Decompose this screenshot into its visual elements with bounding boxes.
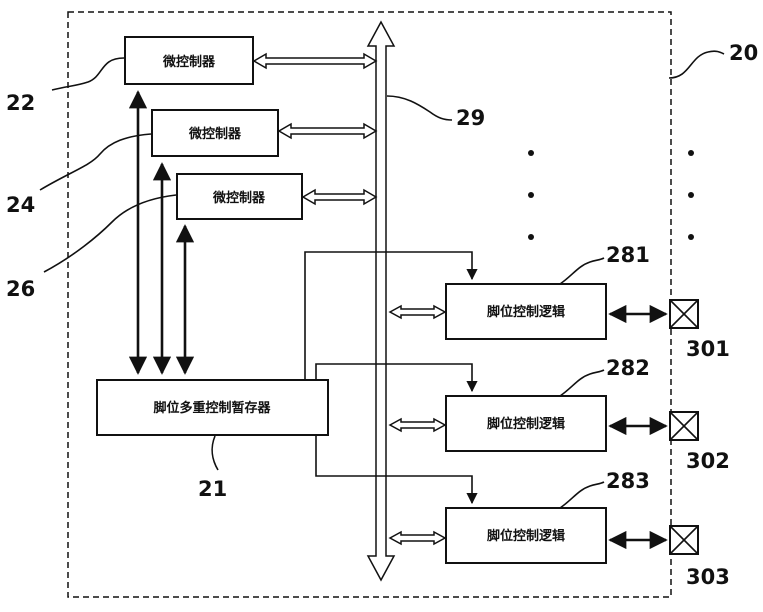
pin-logic-label-2: 脚位控制逻辑: [487, 416, 565, 432]
ref-chip: 20: [729, 41, 758, 65]
pin-logic-label-3: 脚位控制逻辑: [487, 528, 565, 544]
register-label: 脚位多重控制暂存器: [153, 400, 271, 416]
ellipsis-dot-2: [528, 192, 534, 198]
ref-pin-logic-2: 282: [606, 356, 650, 380]
leader-chip: [668, 50, 725, 79]
ref-pin-logic-1: 281: [606, 243, 650, 267]
mcu-label-1: 微控制器: [162, 54, 216, 70]
mcu-box-2: [151, 109, 279, 157]
pin-pad-3: [669, 525, 699, 555]
ref-bus: 29: [456, 106, 485, 130]
ellipsis-dot-1: [528, 150, 534, 156]
ref-pin-2: 302: [686, 449, 730, 473]
leader-bus: [386, 95, 453, 121]
leader-mcu3: [43, 194, 177, 273]
mcu2-bus-arrow: [277, 122, 378, 140]
ref-mcu3: 26: [6, 277, 35, 301]
mcu3-bus-arrow: [301, 188, 378, 206]
mcu-box-3: [176, 173, 303, 220]
pin-logic-box-3: [445, 507, 607, 564]
pin-pad-2: [669, 411, 699, 441]
register-box: [96, 379, 329, 436]
mcu-box-1: [124, 36, 254, 85]
register-control-line-3: [315, 435, 478, 505]
leader-pin-logic-2: [559, 369, 605, 397]
mcu-label-3: 微控制器: [212, 190, 266, 206]
pin-logic-label-1: 脚位控制逻辑: [487, 304, 565, 320]
pin-logic-box-2: [445, 395, 607, 452]
bus-pin-logic-arrow-3: [388, 530, 447, 546]
leader-pin-logic-3: [559, 481, 605, 509]
ellipsis-dot-6: [688, 234, 694, 240]
bus-pin-logic-arrow-1: [388, 304, 447, 320]
mcu-label-2: 微控制器: [188, 126, 242, 142]
ref-register: 21: [198, 477, 227, 501]
leader-register: [211, 435, 219, 471]
ellipsis-dot-5: [688, 192, 694, 198]
ref-pin-logic-3: 283: [606, 469, 650, 493]
ellipsis-dot-3: [528, 234, 534, 240]
ref-mcu2: 24: [6, 193, 35, 217]
register-control-line-1: [304, 251, 478, 380]
mcu1-bus-arrow: [252, 52, 378, 70]
leader-mcu2: [39, 133, 152, 191]
ref-pin-1: 301: [686, 337, 730, 361]
ref-pin-3: 303: [686, 565, 730, 589]
ref-mcu1: 22: [6, 91, 35, 115]
ellipsis-dot-4: [688, 150, 694, 156]
leader-mcu1: [51, 57, 125, 91]
pin-logic-box-1: [445, 283, 607, 340]
register-control-line-2: [315, 363, 478, 393]
internal-bus: [366, 20, 396, 582]
leader-pin-logic-1: [559, 257, 605, 285]
bus-pin-logic-arrow-2: [388, 417, 447, 433]
pin-pad-1: [669, 299, 699, 329]
